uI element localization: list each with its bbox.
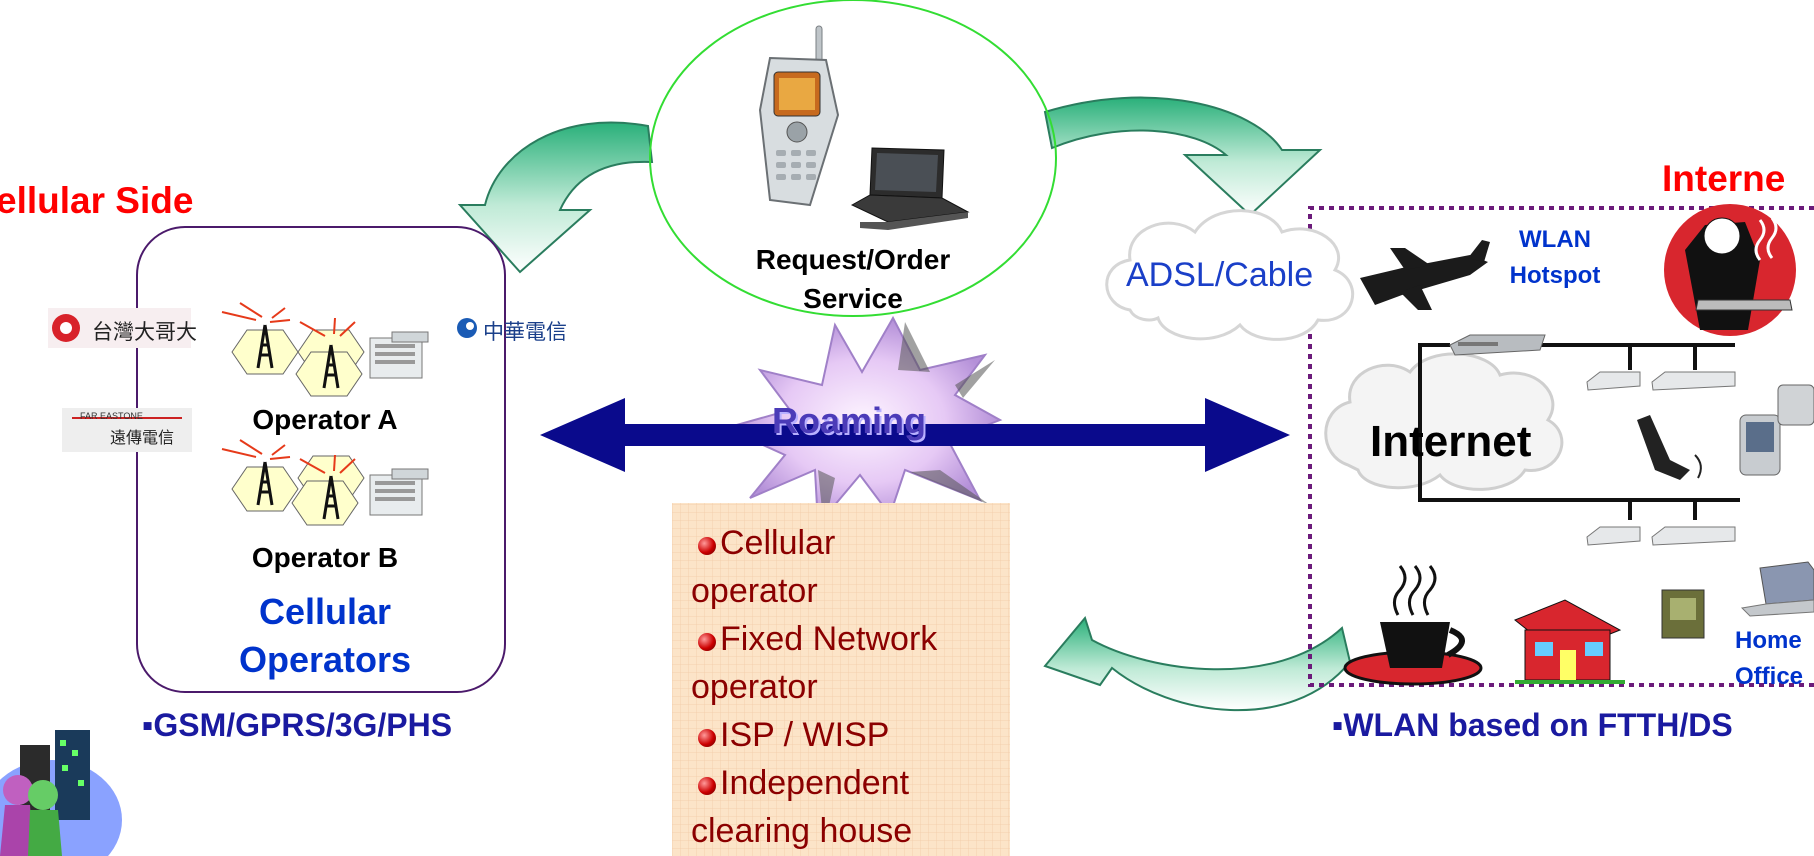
- airplane-icon: [1360, 240, 1490, 310]
- adsl-cable-label: ADSL/Cable: [1126, 256, 1314, 294]
- role-item: ISP / WISP: [692, 711, 1012, 759]
- internet-cloud-label: Internet: [1370, 417, 1532, 466]
- wlan-caption: ▪WLAN based on FTTH/DS: [1332, 707, 1733, 743]
- operator-a-label: Operator A: [252, 404, 398, 435]
- home-office-line2: Office: [1735, 663, 1804, 690]
- curved-arrow-bottom: [1043, 615, 1352, 712]
- role-item-line1: Independent: [720, 764, 910, 802]
- cordless-phone-icon: [1637, 415, 1702, 480]
- role-item-line2: clearing house: [691, 812, 913, 850]
- fareastone-logo: [62, 408, 192, 452]
- request-ellipse: [649, 0, 1057, 317]
- taiwan-mobile-logo-text: 台灣大哥大: [92, 321, 197, 344]
- cellular-operators-line1: Cellular: [258, 591, 392, 632]
- bullet-icon: [698, 633, 716, 651]
- taiwan-mobile-logo: [48, 308, 191, 348]
- fareastone-logo-text: FAR EASTONE: [80, 411, 143, 421]
- cellular-panel: [136, 226, 506, 693]
- role-item: Cellular: [692, 519, 1012, 567]
- operator-b-label: Operator B: [251, 542, 399, 573]
- roles-list: Cellular operator Fixed Network operator…: [691, 519, 1012, 855]
- internet-side-title: Interne: [1662, 158, 1786, 199]
- role-item-line1: Cellular: [720, 524, 836, 562]
- wlan-hotspot-label: WLAN Hotspot: [1505, 222, 1605, 294]
- cht-logo: [457, 318, 477, 338]
- request-order-label: Request/Order Service: [722, 240, 984, 318]
- bullet-icon: [698, 729, 716, 747]
- cellular-operators-line2: Operators: [238, 639, 412, 680]
- wlan-hotspot-line1: WLAN: [1519, 226, 1591, 253]
- role-item: Fixed Network: [692, 615, 1012, 663]
- waiter-icon: [1664, 204, 1796, 336]
- roles-box: [672, 503, 1010, 856]
- internet-cloud: [1324, 352, 1564, 491]
- cellular-operators-label: Cellular Operators: [200, 588, 450, 684]
- curved-arrow-top-left: [457, 121, 654, 274]
- role-item-line2: operator: [691, 572, 818, 610]
- router-icon: [1449, 334, 1546, 356]
- access-point-icon: [1586, 371, 1736, 546]
- bullet-icon: [698, 537, 716, 555]
- laptop-icon: [850, 147, 970, 230]
- role-item-line1: ISP / WISP: [720, 716, 890, 754]
- mobile-phone-icon: [758, 25, 840, 207]
- fareastone-logo-subtext: 遠傳電信: [110, 430, 175, 447]
- home-office-label: Home Office: [1735, 623, 1803, 695]
- cellular-side-title: ellular Side: [0, 180, 194, 221]
- wlan-hotspot-line2: Hotspot: [1509, 262, 1601, 289]
- request-order-line1: Request/Order: [755, 244, 951, 275]
- people-city-icon: [0, 730, 122, 856]
- role-item-line2: operator: [691, 668, 818, 706]
- base-station-icon: [221, 302, 429, 397]
- curved-arrow-top-right: [1043, 96, 1323, 217]
- roaming-double-arrow: [540, 398, 1290, 472]
- role-item-line1: Fixed Network: [720, 620, 938, 658]
- role-item: Independent: [692, 759, 1012, 807]
- coffee-cup-icon: [1343, 565, 1483, 686]
- laptop-icon: [1740, 561, 1814, 617]
- house-icon: [1514, 599, 1625, 684]
- roaming-label: Roaming: [772, 400, 927, 441]
- base-station-icon: [221, 439, 429, 526]
- adsl-cloud: [1105, 209, 1354, 341]
- pda-icon: [1661, 589, 1705, 639]
- request-order-line2: Service: [803, 283, 903, 314]
- pda-icon: [1739, 384, 1814, 476]
- bullet-icon: [698, 777, 716, 795]
- network-lines: [1418, 343, 1740, 520]
- hotspot-panel: [1308, 206, 1814, 687]
- cht-logo-text: 中華電信: [483, 321, 567, 344]
- home-office-line1: Home: [1735, 627, 1802, 654]
- cellular-caption: ▪GSM/GPRS/3G/PHS: [142, 707, 453, 743]
